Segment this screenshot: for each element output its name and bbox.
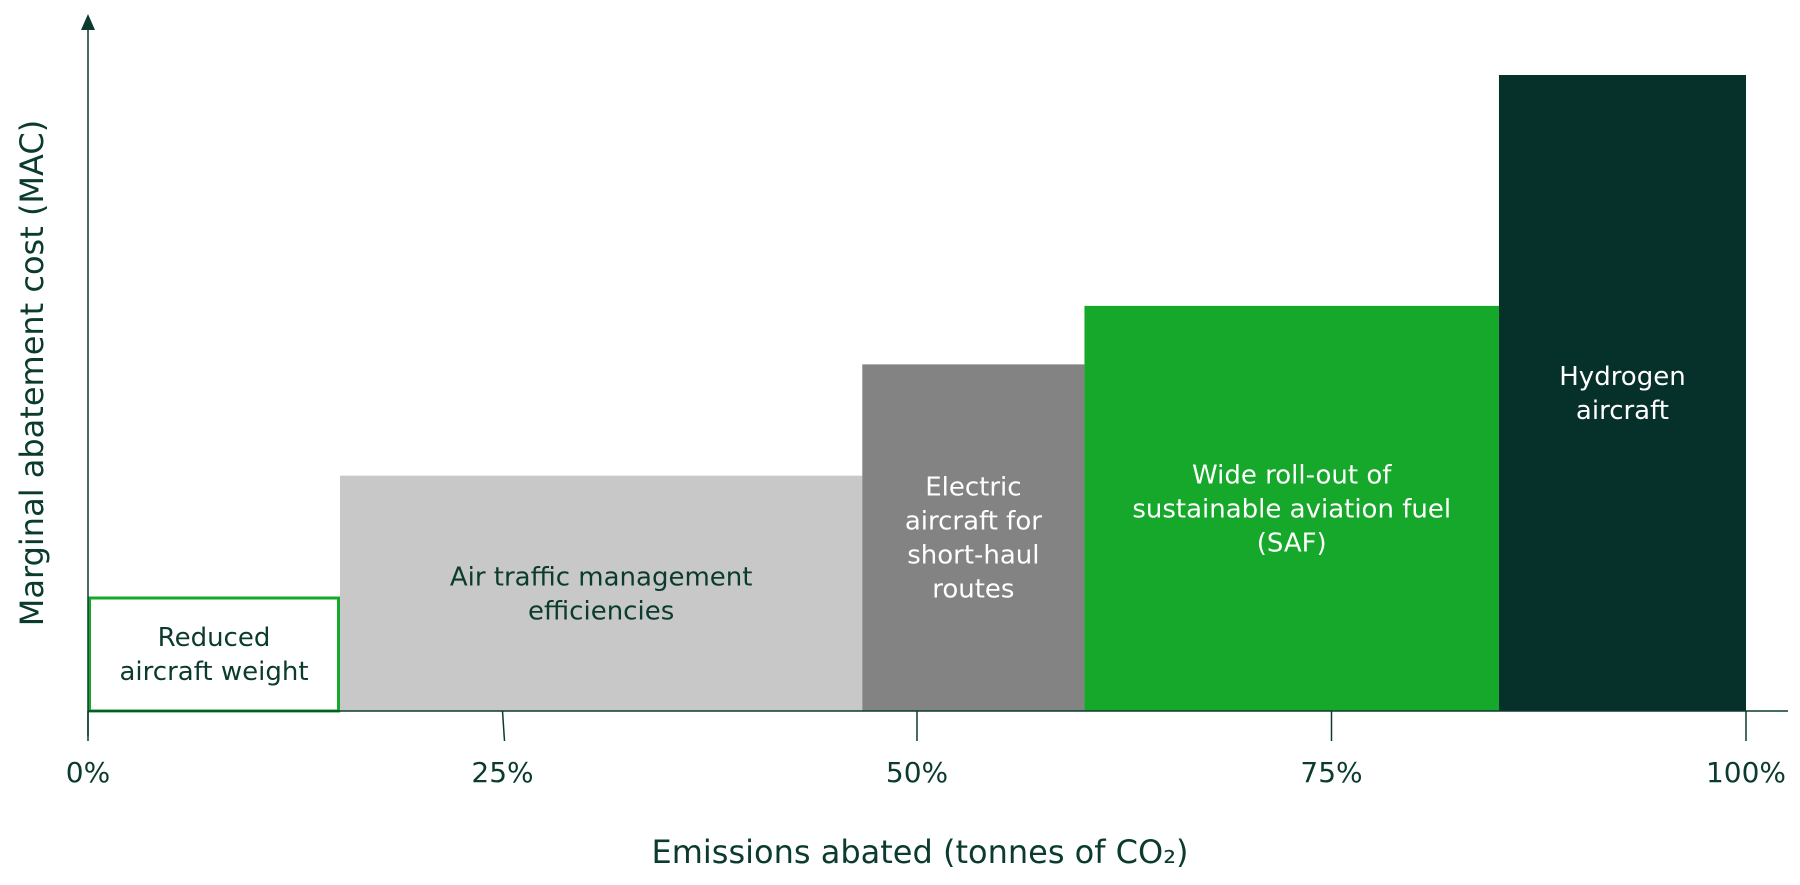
x-tick-mark [501, 710, 506, 742]
segment-bar [1084, 305, 1499, 711]
x-tick-label: 100% [1706, 756, 1786, 789]
segment-bar [1498, 75, 1746, 711]
x-axis-title: Emissions abated (tonnes of CO₂) [651, 833, 1188, 871]
segment-4: Wide roll-out of sustainable aviation fue… [1084, 305, 1499, 711]
segment-label-line: aircraft weight [120, 657, 309, 687]
x-tick-label: 25% [471, 756, 533, 789]
segment-label-line: aircraft for [905, 507, 1042, 537]
segment-bar [862, 364, 1085, 711]
segment-3: Electric aircraft for short-haul routes [862, 364, 1085, 711]
x-tick-label: 75% [1300, 756, 1362, 789]
chart-axes [81, 14, 1788, 736]
segment-5: Hydrogen aircraft [1498, 75, 1746, 711]
segment-2: Air traffic management efficiencies [340, 475, 863, 711]
y-axis-title: Marginal abatement cost (MAC) [13, 120, 51, 626]
x-tick-label: 0% [66, 756, 110, 789]
segment-label-line: routes [932, 575, 1014, 605]
segment-label-line: aircraft [1576, 396, 1669, 426]
segment-label-line: Reduced [158, 623, 271, 653]
segment-label-line: Hydrogen [1559, 362, 1685, 392]
segment-label-line: Electric [925, 473, 1021, 503]
segment-label-line: (SAF) [1257, 528, 1327, 558]
segment-label-line: short-haul [907, 541, 1039, 571]
y-axis-arrow-icon [81, 14, 95, 30]
x-tick-label: 50% [886, 756, 948, 789]
segment-label-line: Wide roll-out of [1192, 460, 1392, 490]
segment-label-line: Air traffic management [450, 562, 753, 592]
segment-label-line: sustainable aviation fuel [1132, 494, 1451, 524]
segment-bar [340, 475, 863, 711]
segment-1: Reduced aircraft weight [88, 596, 341, 713]
chart-segments: Reduced aircraft weight Air traffic manage… [88, 75, 1746, 713]
segment-label-line: efficiencies [528, 596, 674, 626]
segment-bar [88, 596, 341, 713]
x-axis-ticks: 0% 25% 50% 75% 100% [66, 710, 1786, 789]
